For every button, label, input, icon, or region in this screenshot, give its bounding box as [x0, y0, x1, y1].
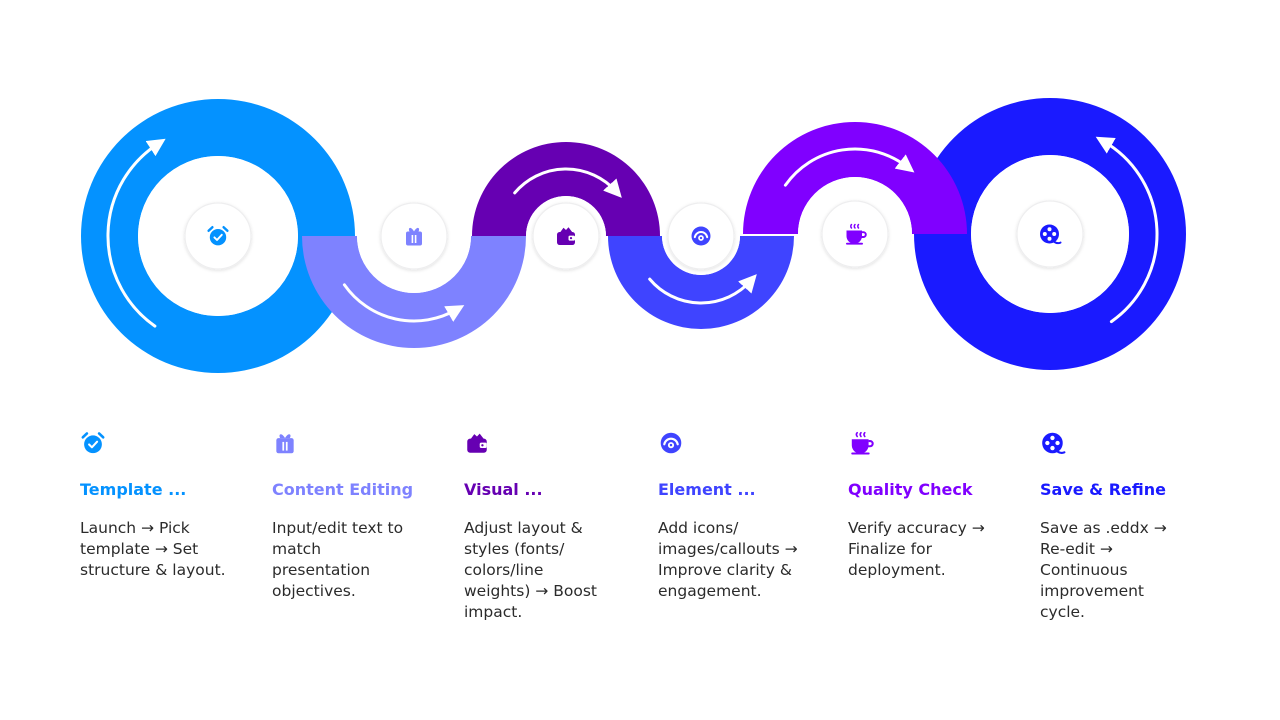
ring-half-segment — [81, 236, 355, 373]
step-title: Quality Check — [848, 480, 973, 499]
gauge-icon — [691, 226, 711, 246]
process-diagram — [81, 98, 1186, 373]
flow-arrow — [648, 274, 757, 305]
stage-ring-2 — [302, 236, 526, 348]
stage-ring-4 — [608, 236, 794, 329]
gauge-icon — [660, 432, 682, 454]
step-title: Template ... — [80, 480, 187, 499]
step-description: Save as .eddx → Re-edit → Continuous imp… — [1040, 519, 1167, 621]
ring-half-segment — [81, 99, 355, 236]
alarm-clock-icon — [207, 226, 229, 246]
step-description: Adjust layout & styles (fonts/ colors/li… — [464, 519, 597, 621]
ring-half-segment — [302, 236, 526, 348]
wallet-icon — [557, 227, 575, 245]
step-title: Content Editing — [272, 480, 414, 499]
flow-arrow — [1095, 136, 1159, 324]
stage-ring-1 — [81, 99, 355, 236]
film-reel-icon — [1040, 224, 1062, 245]
coffee-cup-icon — [851, 431, 874, 455]
step-title: Element ... — [658, 480, 756, 499]
ring-half-segment — [914, 234, 1186, 370]
stage-ring-3 — [472, 142, 660, 236]
ring-half-segment — [472, 142, 660, 236]
wallet-icon — [467, 433, 487, 453]
flow-arrow — [106, 138, 166, 328]
step-3: Visual ... Adjust layout & styles (fonts/… — [464, 430, 644, 621]
stage-ring-6 — [914, 234, 1186, 370]
gift-icon — [276, 434, 294, 454]
flow-arrow — [342, 283, 465, 323]
alarm-clock-icon — [81, 432, 105, 454]
step-1: Template ... Launch → Pick template → Set… — [80, 430, 260, 579]
film-reel-icon — [1042, 432, 1066, 455]
ring-half-segment — [914, 98, 1186, 234]
ring-half-segment — [743, 122, 967, 234]
coffee-cup-icon — [846, 223, 867, 245]
step-title: Visual ... — [464, 480, 543, 499]
flow-arrow — [513, 167, 622, 198]
step-title: Save & Refine — [1040, 480, 1166, 499]
step-description: Verify accuracy → Finalize for deploymen… — [848, 519, 985, 579]
flow-arrow — [783, 147, 915, 187]
stage-ring-5 — [743, 122, 967, 234]
step-description: Input/edit text to match presentation ob… — [272, 519, 404, 600]
gift-icon — [406, 227, 422, 246]
step-description: Add icons/ images/callouts → Improve cla… — [658, 519, 798, 600]
ring-half-segment — [608, 236, 794, 329]
step-description: Launch → Pick template → Set structure &… — [80, 519, 226, 579]
step-4: Element ... Add icons/ images/callouts → … — [658, 430, 838, 600]
